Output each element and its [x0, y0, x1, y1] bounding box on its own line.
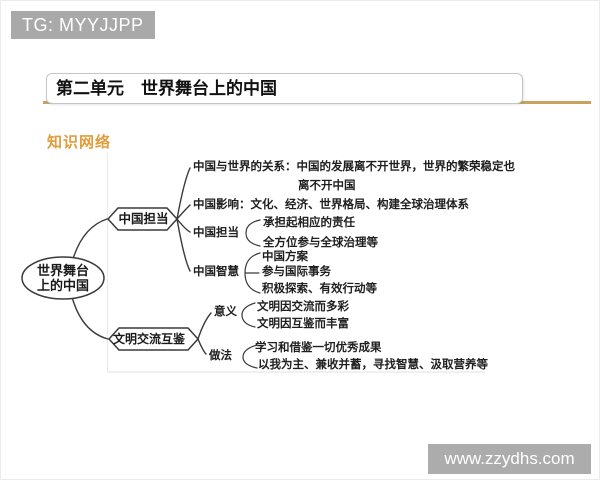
scan-artifact-vline: [107, 153, 108, 373]
scan-artifact-hline: [107, 371, 485, 373]
root-node-label: 世界舞台 上的中国: [22, 263, 104, 293]
root-node-shape: [21, 256, 105, 300]
leaf-global-governance: 全方位参与全球治理等: [263, 237, 378, 249]
watermark: www.zzydhs.com: [428, 444, 591, 474]
branch-label-china-responsibility: 中国担当: [118, 212, 169, 226]
leaf-active-exploration: 积极探索、有效行动等: [262, 283, 377, 295]
unit-title-box: 第二单元 世界舞台上的中国: [46, 73, 523, 104]
section-label-knowledge-network: 知识网络: [47, 134, 112, 151]
sublabel-significance: 意义: [214, 306, 237, 318]
tg-banner: TG: MYYJJPP: [11, 11, 155, 39]
connector-lines: [71, 167, 212, 355]
leaf-mutual-learning-rich: 文明因互鉴而丰富: [257, 318, 349, 330]
leaf-exchange-colorful: 文明因交流而多彩: [257, 301, 349, 313]
unit-title: 第二单元 世界舞台上的中国: [56, 79, 277, 98]
root-node-line2: 上的中国: [36, 278, 89, 293]
leaf-international-affairs: 参与国际事务: [262, 266, 331, 278]
sublabel-china-wisdom: 中国智慧: [193, 266, 239, 278]
brace-marks: [241, 219, 261, 369]
branch-node-shape-china-responsibility: [106, 207, 179, 231]
branch-label-civilization-exchange: 文明交流互鉴: [112, 332, 185, 346]
root-node-line1: 世界舞台: [36, 263, 89, 278]
leaf-self-oriented: 以我为主、兼收并蓄，寻找智慧、汲取营养等: [258, 359, 488, 371]
leaf-china-plan: 中国方案: [262, 251, 308, 263]
sublabel-practice: 做法: [209, 350, 232, 362]
branch-node-shape-civilization-exchange: [107, 327, 200, 351]
leaf-learn-achievements: 学习和借鉴一切优秀成果: [255, 342, 382, 354]
leaf-china-world-relation-cont: 离不开中国: [298, 180, 356, 192]
sublabel-china-dandang: 中国担当: [193, 227, 239, 239]
leaf-china-influence: 中国影响：文化、经济、世界格局、构建全球治理体系: [193, 199, 469, 211]
leaf-take-responsibility: 承担起相应的责任: [263, 217, 355, 229]
leaf-china-world-relation: 中国与世界的关系：中国的发展离不开世界，世界的繁荣稳定也: [193, 161, 515, 173]
